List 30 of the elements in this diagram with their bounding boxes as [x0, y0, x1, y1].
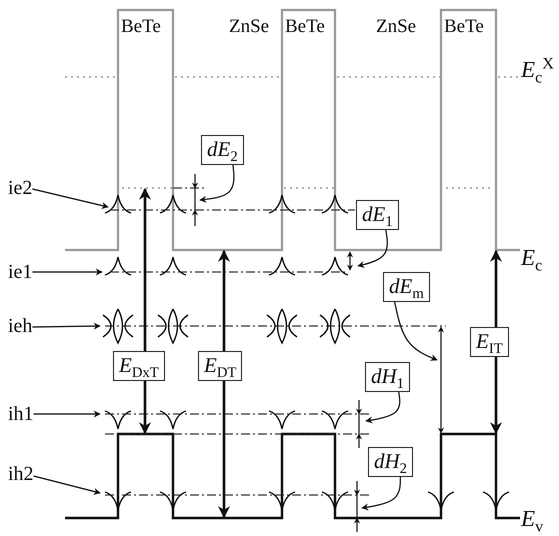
label-box: dE$_{1}$ — [356, 200, 399, 230]
layer-label: BeTe — [121, 17, 161, 36]
label-box: dE$_{m}$ — [383, 272, 430, 302]
label-box: dE$_{2}$ — [201, 135, 244, 165]
layer-label: BeTe — [444, 17, 484, 36]
energy-label: E$_{v}$ — [521, 507, 544, 530]
leader-line — [361, 476, 401, 510]
label-box: E$_{DxT}$ — [113, 351, 165, 381]
leader-line — [199, 164, 234, 203]
layer-label: ZnSe — [229, 17, 270, 36]
leader-line — [365, 392, 400, 424]
level-label: ieh — [8, 316, 32, 336]
level-label: ih1 — [8, 404, 34, 424]
layer-label: ZnSe — [376, 17, 416, 36]
leader-line — [32, 322, 101, 330]
leader-line — [32, 188, 109, 209]
label-box: dH$_{2}$ — [368, 447, 414, 477]
layer-label: BeTe — [285, 17, 325, 36]
level-label: ie2 — [8, 178, 32, 198]
level-label: ih2 — [8, 464, 34, 484]
label-box: E$_{DT}$ — [198, 351, 242, 381]
leader-line — [33, 475, 101, 495]
leader-line — [394, 302, 438, 361]
leader-line — [34, 410, 101, 418]
energy-label: E$_{c}$ — [521, 246, 542, 269]
label-box: E$_{IT}$ — [470, 327, 509, 357]
leader-line — [357, 230, 388, 268]
leader-line — [32, 268, 103, 276]
label-box: dH$_{1}$ — [365, 362, 410, 392]
level-label: ie1 — [8, 262, 32, 282]
